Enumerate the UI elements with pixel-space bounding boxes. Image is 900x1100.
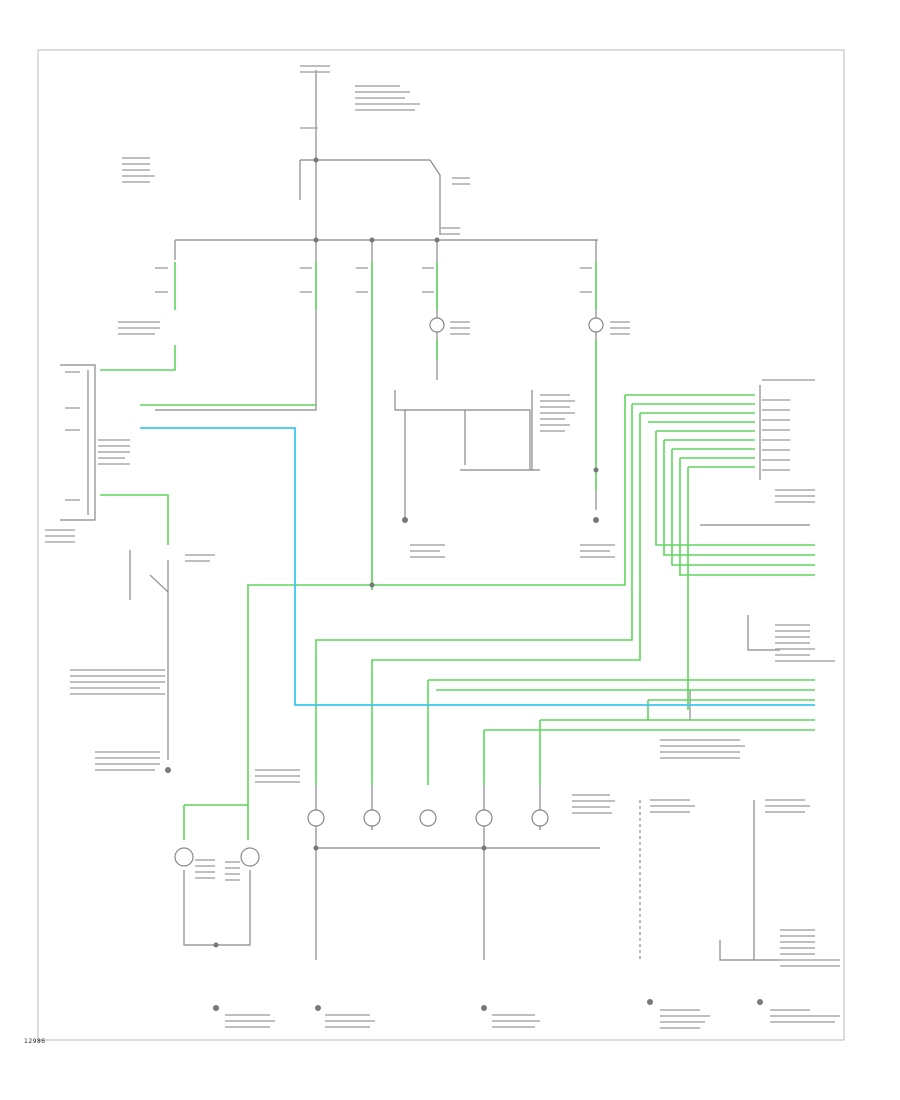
ground-icon — [757, 999, 763, 1005]
lamp-center-4 — [475, 809, 493, 827]
lamp-center-3 — [419, 809, 437, 827]
ground-icon — [165, 767, 171, 773]
lamp-center-1 — [307, 809, 325, 827]
ground-icon — [647, 999, 653, 1005]
diagram-code: 12986 — [24, 1038, 46, 1045]
lamp-upper-2 — [588, 317, 604, 333]
lamp-center-5 — [531, 809, 549, 827]
ground-icon — [593, 517, 599, 523]
ground-wire — [140, 427, 815, 706]
lamps — [174, 317, 604, 867]
label-marks — [45, 65, 840, 1029]
lamp-center-2 — [363, 809, 381, 827]
plain-wires — [60, 70, 810, 961]
lamp-upper-1 — [429, 317, 445, 333]
lamp-left-2 — [240, 847, 260, 867]
ground-icon — [402, 517, 408, 523]
lamp-left-1 — [174, 847, 194, 867]
ground-icon — [315, 1005, 321, 1011]
junction-dots — [213, 157, 599, 948]
ground-icon — [213, 1005, 219, 1011]
ground-icon — [481, 1005, 487, 1011]
power-wires — [100, 262, 815, 840]
diagram-frame — [37, 49, 845, 1041]
ground-symbols — [165, 517, 763, 1011]
